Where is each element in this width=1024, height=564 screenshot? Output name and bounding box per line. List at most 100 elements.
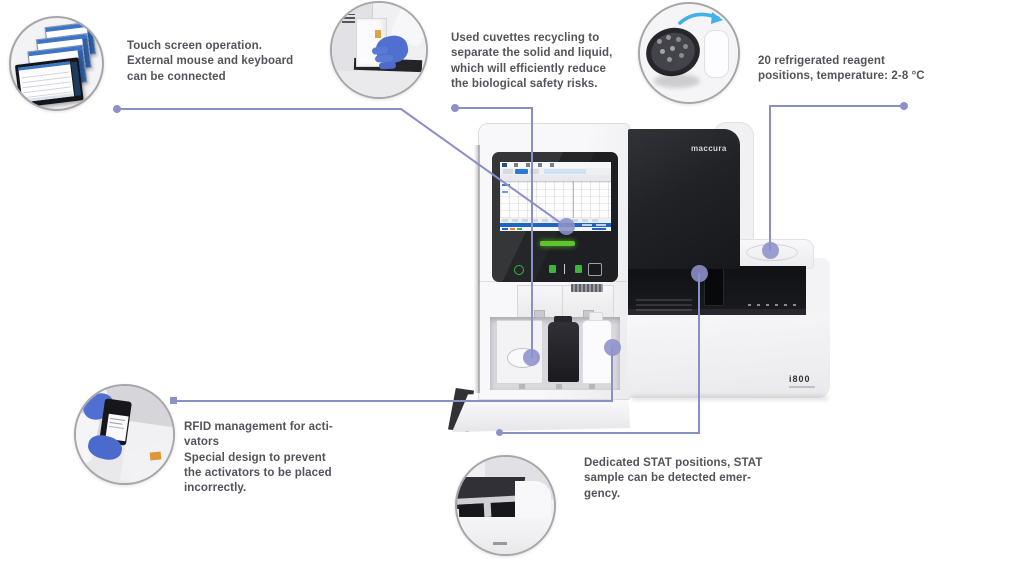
console-icon <box>575 265 582 273</box>
reagent-well <box>683 44 688 49</box>
wall-labels <box>342 14 355 23</box>
reagent-line-vertical <box>769 105 771 251</box>
callout-line: vators <box>184 436 220 449</box>
callout-line: 20 refrigerated reagent <box>758 55 885 67</box>
toolbar-icon <box>502 163 507 167</box>
reagent-well <box>679 53 684 58</box>
status-text <box>582 224 592 226</box>
touch-line-start-dot <box>113 105 121 113</box>
reagent-line-horizontal <box>770 105 904 107</box>
lcd-tab <box>503 169 513 174</box>
toolbar-icon <box>538 163 542 167</box>
console-button-icon <box>588 263 602 276</box>
reagent-line-end-dot <box>762 242 779 259</box>
rfid-line-vertical <box>611 347 613 402</box>
lcd-status-bar <box>500 223 611 227</box>
front-face <box>457 517 554 554</box>
callout-line: incorrectly. <box>184 482 247 495</box>
machine-shadow <box>632 396 828 400</box>
chip-orange <box>510 228 515 230</box>
cuvette-line-vertical <box>531 107 533 358</box>
lcd-buttons <box>502 219 602 222</box>
callout-touch-screen: Touch screen operation. External mouse a… <box>127 39 293 85</box>
carousel-cover <box>704 30 729 78</box>
reagent-carousel-icon <box>640 4 738 102</box>
ribbed-vent <box>571 284 603 292</box>
brand-logo: maccura <box>691 144 727 153</box>
deck-position-marks <box>748 304 800 306</box>
console-left-shade <box>474 145 480 393</box>
callout-line: positions, temperature: 2-8 °C <box>758 70 925 83</box>
rfid-photo <box>74 384 175 485</box>
stat-line-horizontal <box>499 432 700 434</box>
chip-green <box>517 228 522 230</box>
status-text <box>596 224 606 226</box>
chip-blue <box>502 228 508 230</box>
toolbar-icon <box>514 163 518 167</box>
lcd-toolbar <box>500 162 611 168</box>
callout-line: Dedicated STAT positions, STAT <box>584 457 763 469</box>
dark-bottle-cap <box>554 316 572 324</box>
rotation-arrow-icon <box>678 12 723 25</box>
hazard-label <box>375 30 381 38</box>
mini-logo <box>493 542 507 545</box>
right-module-front <box>627 314 830 398</box>
icon-divider <box>564 264 565 274</box>
callout-cuvette-recycling: Used cuvettes recycling to separate the … <box>451 31 612 92</box>
toolbar-icon <box>526 163 530 167</box>
status-light-bar <box>540 241 575 246</box>
console-icon <box>549 265 556 273</box>
reagent-well <box>660 49 665 54</box>
reagent-positions-photo <box>638 2 740 104</box>
lcd-tab-row <box>500 168 611 175</box>
callout-line: Special design to prevent <box>184 451 326 464</box>
cuvette-line-end-dot <box>523 349 540 366</box>
touch-line-horizontal <box>117 108 402 110</box>
callout-stat: Dedicated STAT positions, STAT sample ca… <box>584 456 763 502</box>
callout-line: which will efficiently reduce <box>451 62 606 75</box>
rfid-line-start-square <box>170 397 177 404</box>
compartment-symbol <box>589 384 595 389</box>
lcd-tab-active <box>515 169 528 174</box>
power-icon <box>514 265 524 275</box>
touch-screen-photo <box>9 16 104 111</box>
machine-floor <box>332 71 426 97</box>
rfid-line-end-dot <box>604 339 621 356</box>
deck-lip <box>628 309 806 315</box>
stat-line-vertical <box>698 273 700 434</box>
model-logo: i800 <box>789 374 811 384</box>
dark-tower-panel <box>628 129 740 269</box>
reagent-line-start-dot <box>900 102 908 110</box>
callout-line: the activators to be placed <box>184 466 332 479</box>
callout-line: Touch screen operation. <box>127 40 262 52</box>
callout-line: sample can be detected emer- <box>584 472 752 485</box>
reagent-well <box>667 57 672 62</box>
callout-line: separate the solid and liquid, <box>451 47 613 60</box>
lcd-chip-row <box>500 227 611 231</box>
reagent-well <box>657 39 662 44</box>
cuvette-recycling-photo <box>330 1 428 99</box>
chip-blue <box>592 228 606 230</box>
lcd-tab <box>530 169 539 174</box>
stat-slots-icon <box>457 457 554 554</box>
stat-positions-photo <box>455 455 556 556</box>
rack-slots <box>636 298 692 311</box>
stat-line-start-dot <box>496 429 503 436</box>
gloved-hand-drawer-icon <box>332 3 426 97</box>
toolbar-icon <box>550 163 554 167</box>
rfid-hands-icon <box>76 386 173 483</box>
compartment-symbol <box>519 384 525 389</box>
reagent-well <box>666 35 671 40</box>
callout-line: gency. <box>584 487 621 500</box>
reagent-well <box>670 46 675 51</box>
model-subtext <box>789 386 815 388</box>
rfid-line-horizontal <box>174 400 613 402</box>
cuvette-line-horizontal <box>455 107 533 109</box>
callout-line: RFID management for acti- <box>184 421 333 433</box>
callout-rfid: RFID management for acti- vators Special… <box>184 420 333 496</box>
callout-reagent-positions: 20 refrigerated reagent positions, tempe… <box>758 54 925 85</box>
cuvette-line-start-dot <box>451 104 459 112</box>
dark-reagent-bottle <box>548 322 579 382</box>
